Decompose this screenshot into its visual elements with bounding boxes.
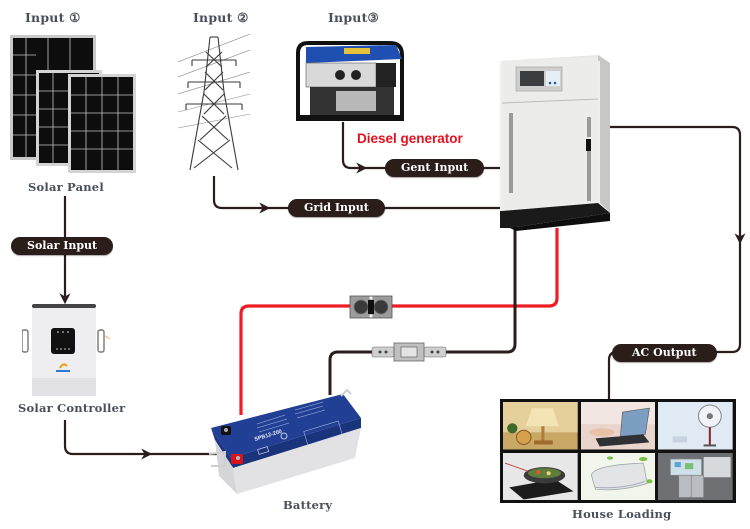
wire-generator-to-inverter (341, 122, 368, 174)
input-1-heading: Input ① (25, 10, 81, 25)
input-3-heading: Input③ (328, 10, 379, 25)
inverter-cabinet-icon (500, 55, 610, 231)
fuse-icon (349, 295, 393, 319)
refrigerator-icon (658, 452, 733, 500)
laptop-icon (580, 402, 656, 450)
house-loading-caption: House Loading (572, 507, 672, 521)
gent-input-label: Gent Input (385, 159, 485, 177)
appliance-refrigerator (658, 452, 733, 500)
power-tower-icon (178, 33, 250, 171)
battery-icon: SPB12-200 (208, 388, 361, 494)
wire-inverter-ac-output (607, 125, 746, 245)
wire-grid-to-inverter (212, 176, 271, 214)
solar-panel-icon (10, 35, 136, 173)
solar-panel-caption: Solar Panel (28, 180, 104, 194)
generator-icon (296, 41, 404, 121)
solar-input-label: Solar Input (11, 237, 114, 255)
solar-controller-icon (22, 304, 110, 396)
grid-input-label: Grid Input (288, 199, 385, 217)
appliance-induction-cooker (503, 452, 578, 500)
electric-fan-icon (658, 402, 733, 450)
fuse-holder-icon (371, 342, 447, 362)
appliance-table-lamp (503, 402, 578, 450)
appliance-laptop (580, 402, 656, 450)
battery-caption: Battery (283, 498, 333, 512)
table-lamp-icon (503, 402, 578, 450)
air-conditioner-icon (580, 452, 656, 500)
appliance-fan (658, 402, 733, 450)
appliance-air-conditioner (580, 452, 656, 500)
diesel-generator-label: Diesel generator (357, 131, 463, 146)
house-loading-grid (500, 399, 736, 503)
input-2-heading: Input ② (193, 10, 249, 25)
induction-cooker-icon (503, 452, 578, 500)
wire-controller-to-battery (63, 420, 153, 460)
solar-controller-caption: Solar Controller (18, 401, 126, 415)
ac-output-label: AC Output (612, 344, 717, 362)
wire-positive (239, 228, 559, 415)
